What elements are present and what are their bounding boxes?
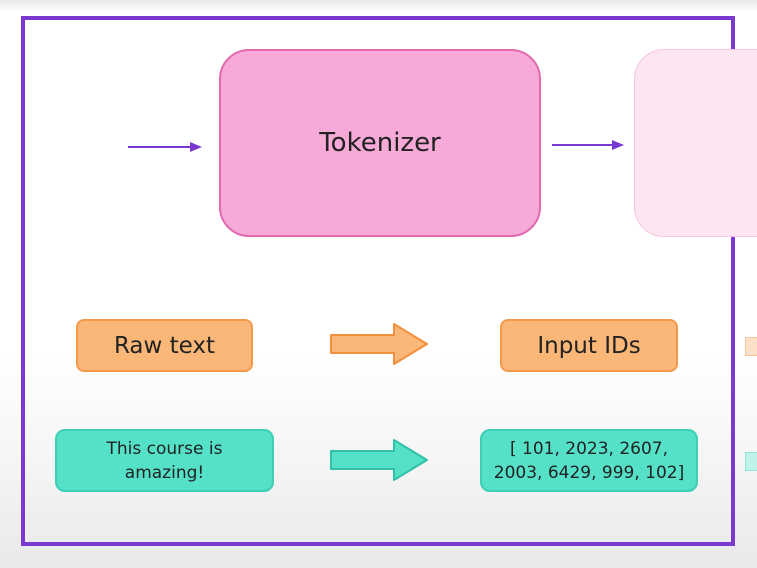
orange-arrow-icon <box>330 323 428 365</box>
input-ids-label: Input IDs <box>537 332 641 359</box>
cropped-orange-box <box>745 337 757 356</box>
raw-text-box: Raw text <box>76 319 253 372</box>
tokenizer-box: Tokenizer <box>219 49 541 237</box>
input-flow-arrow-icon <box>128 142 202 152</box>
tokenizer-label: Tokenizer <box>319 128 441 158</box>
cropped-teal-box <box>745 452 757 471</box>
output-flow-arrow-icon <box>552 140 624 150</box>
input-ids-box: Input IDs <box>500 319 678 372</box>
teal-arrow-icon <box>330 439 428 481</box>
example-ids-box: [ 101, 2023, 2607, 2003, 6429, 999, 102] <box>480 429 698 492</box>
ids-line: 2003, 6429, 999, 102] <box>493 462 685 483</box>
example-sentence-box: This course is amazing! <box>55 429 274 492</box>
top-shadow <box>0 0 757 12</box>
sentence-line: This course is <box>106 438 223 459</box>
next-stage-box <box>634 49 757 237</box>
ids-line: [ 101, 2023, 2607, <box>509 438 668 459</box>
raw-text-label: Raw text <box>113 332 216 359</box>
sentence-line: amazing! <box>124 462 205 483</box>
highlight-frame <box>21 16 735 546</box>
